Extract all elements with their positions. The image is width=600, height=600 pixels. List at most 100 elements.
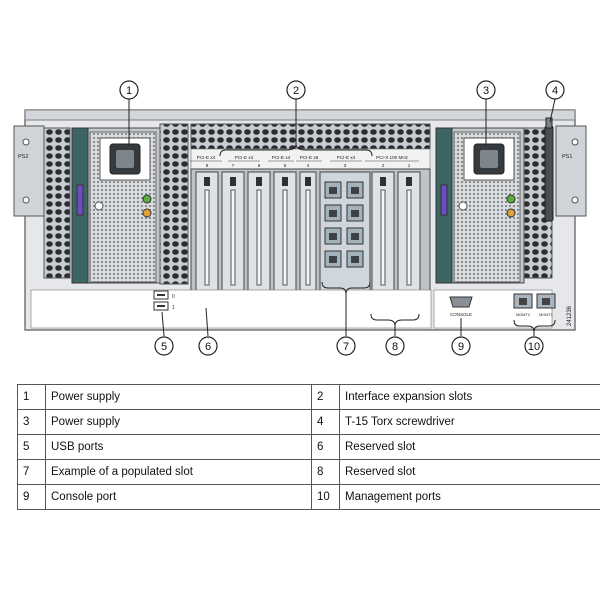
legend-number: 1 (17, 384, 46, 410)
callout-circle (385, 336, 405, 356)
legend-description: Console port (45, 484, 312, 510)
slot-number: 2 (382, 163, 385, 168)
status-led-green-left (142, 194, 152, 204)
callout-circle (119, 80, 139, 100)
left-mounting-ear (13, 125, 45, 217)
callout-circle (451, 336, 471, 356)
callout-number: 10 (528, 341, 540, 353)
slot-screw (204, 177, 210, 186)
slot-screw (282, 177, 288, 186)
legend-number: 5 (17, 434, 46, 460)
slot-number: 4 (307, 163, 310, 168)
legend-number: 2 (311, 384, 340, 410)
expansion-slot: 2 (371, 163, 395, 307)
legend-description: USB ports (45, 434, 312, 460)
expansion-slot: 7 (221, 163, 245, 307)
right-mounting-ear (555, 125, 587, 217)
torx-screwdriver (544, 117, 554, 222)
slot-number: 7 (232, 163, 235, 168)
populated-slot: 3 (319, 163, 371, 307)
legend-number: 3 (17, 409, 46, 435)
slot-group-label: PCI-E x4 (272, 155, 291, 160)
callout-number: 7 (343, 341, 349, 353)
legend-description: Management ports (339, 484, 600, 510)
figure-id: 241236 (567, 305, 573, 326)
slot-area-left-vent (159, 123, 189, 285)
psu-latch-left (94, 201, 104, 211)
usb-mark-0: 0 (172, 294, 175, 300)
callout-circle (336, 336, 356, 356)
slot-number: 1 (408, 163, 411, 168)
callout-number: 6 (205, 341, 211, 353)
usb-ports: 0 1 (153, 290, 175, 311)
status-led-green-right (506, 194, 516, 204)
legend-description: Power supply (45, 384, 312, 410)
mgmt0-label: MGMT0 (516, 313, 530, 317)
slot-number: 6 (258, 163, 261, 168)
usb-mark-1: 1 (172, 305, 175, 311)
slot-number: 5 (284, 163, 287, 168)
status-led-amber-left (142, 208, 152, 218)
slot-group-label: PCI-E x4 (235, 155, 254, 160)
expansion-slot: 6 (247, 163, 271, 307)
management-ports: MGMT0 MGMT1 (513, 293, 556, 317)
slot-group-label: PCI-E x4 (337, 155, 356, 160)
legend-description: T-15 Torx screwdriver (339, 409, 600, 435)
legend-number: 9 (17, 484, 46, 510)
slot-screw (230, 177, 236, 186)
callout-circle (154, 336, 174, 356)
legend-description: Interface expansion slots (339, 384, 600, 410)
callout-circle (524, 336, 544, 356)
legend-number: 6 (311, 434, 340, 460)
callout-circle (286, 80, 306, 100)
expansion-slot: 8 (195, 163, 219, 307)
legend-number: 8 (311, 459, 340, 485)
legend-number: 7 (17, 459, 46, 485)
router-rear-panel-diagram: PS2 PS1 PCI-E x4 PCI-E x4 PCI-E x4 PCI-E x8… (13, 80, 587, 356)
legend-description: Power supply (45, 409, 312, 435)
legend-description: Example of a populated slot (45, 459, 312, 485)
legend-description: Reserved slot (339, 459, 600, 485)
callout-circle (198, 336, 218, 356)
console-port: CONSOLE (449, 296, 473, 317)
ps2-label: PS2 (18, 154, 28, 160)
psu-latch-right (458, 201, 468, 211)
slot-group-label: PCI-E x4 (197, 155, 216, 160)
slot-screw (406, 177, 412, 186)
slot-group-label: PCI-X 100 MHz (376, 155, 409, 160)
slot-screw (380, 177, 386, 186)
callout-number: 4 (552, 85, 558, 97)
power-supply-left (71, 127, 161, 284)
ps1-label: PS1 (562, 154, 572, 160)
slot-number: 8 (206, 163, 209, 168)
top-center-vent (190, 123, 431, 150)
callout-number: 2 (293, 85, 299, 97)
mgmt1-label: MGMT1 (539, 313, 553, 317)
callout-number: 1 (126, 85, 132, 97)
legend-number: 10 (311, 484, 340, 510)
slot-group-label: PCI-E x8 (300, 155, 319, 160)
slot-screw (305, 177, 311, 186)
slot-screw (256, 177, 262, 186)
expansion-slot: 4 (299, 163, 317, 307)
left-side-vent (43, 127, 71, 279)
expansion-slot: 1 (397, 163, 421, 307)
callout-number: 8 (392, 341, 398, 353)
slot-number: 3 (344, 163, 347, 168)
status-led-amber-right (506, 208, 516, 218)
callout-number: 3 (483, 85, 489, 97)
callout-number: 5 (161, 341, 167, 353)
legend-description: Reserved slot (339, 434, 600, 460)
power-supply-right (435, 127, 525, 284)
callout-circle (545, 80, 565, 100)
expansion-slot: 5 (273, 163, 297, 307)
legend-number: 4 (311, 409, 340, 435)
callout-circle (476, 80, 496, 100)
console-label: CONSOLE (450, 312, 472, 317)
